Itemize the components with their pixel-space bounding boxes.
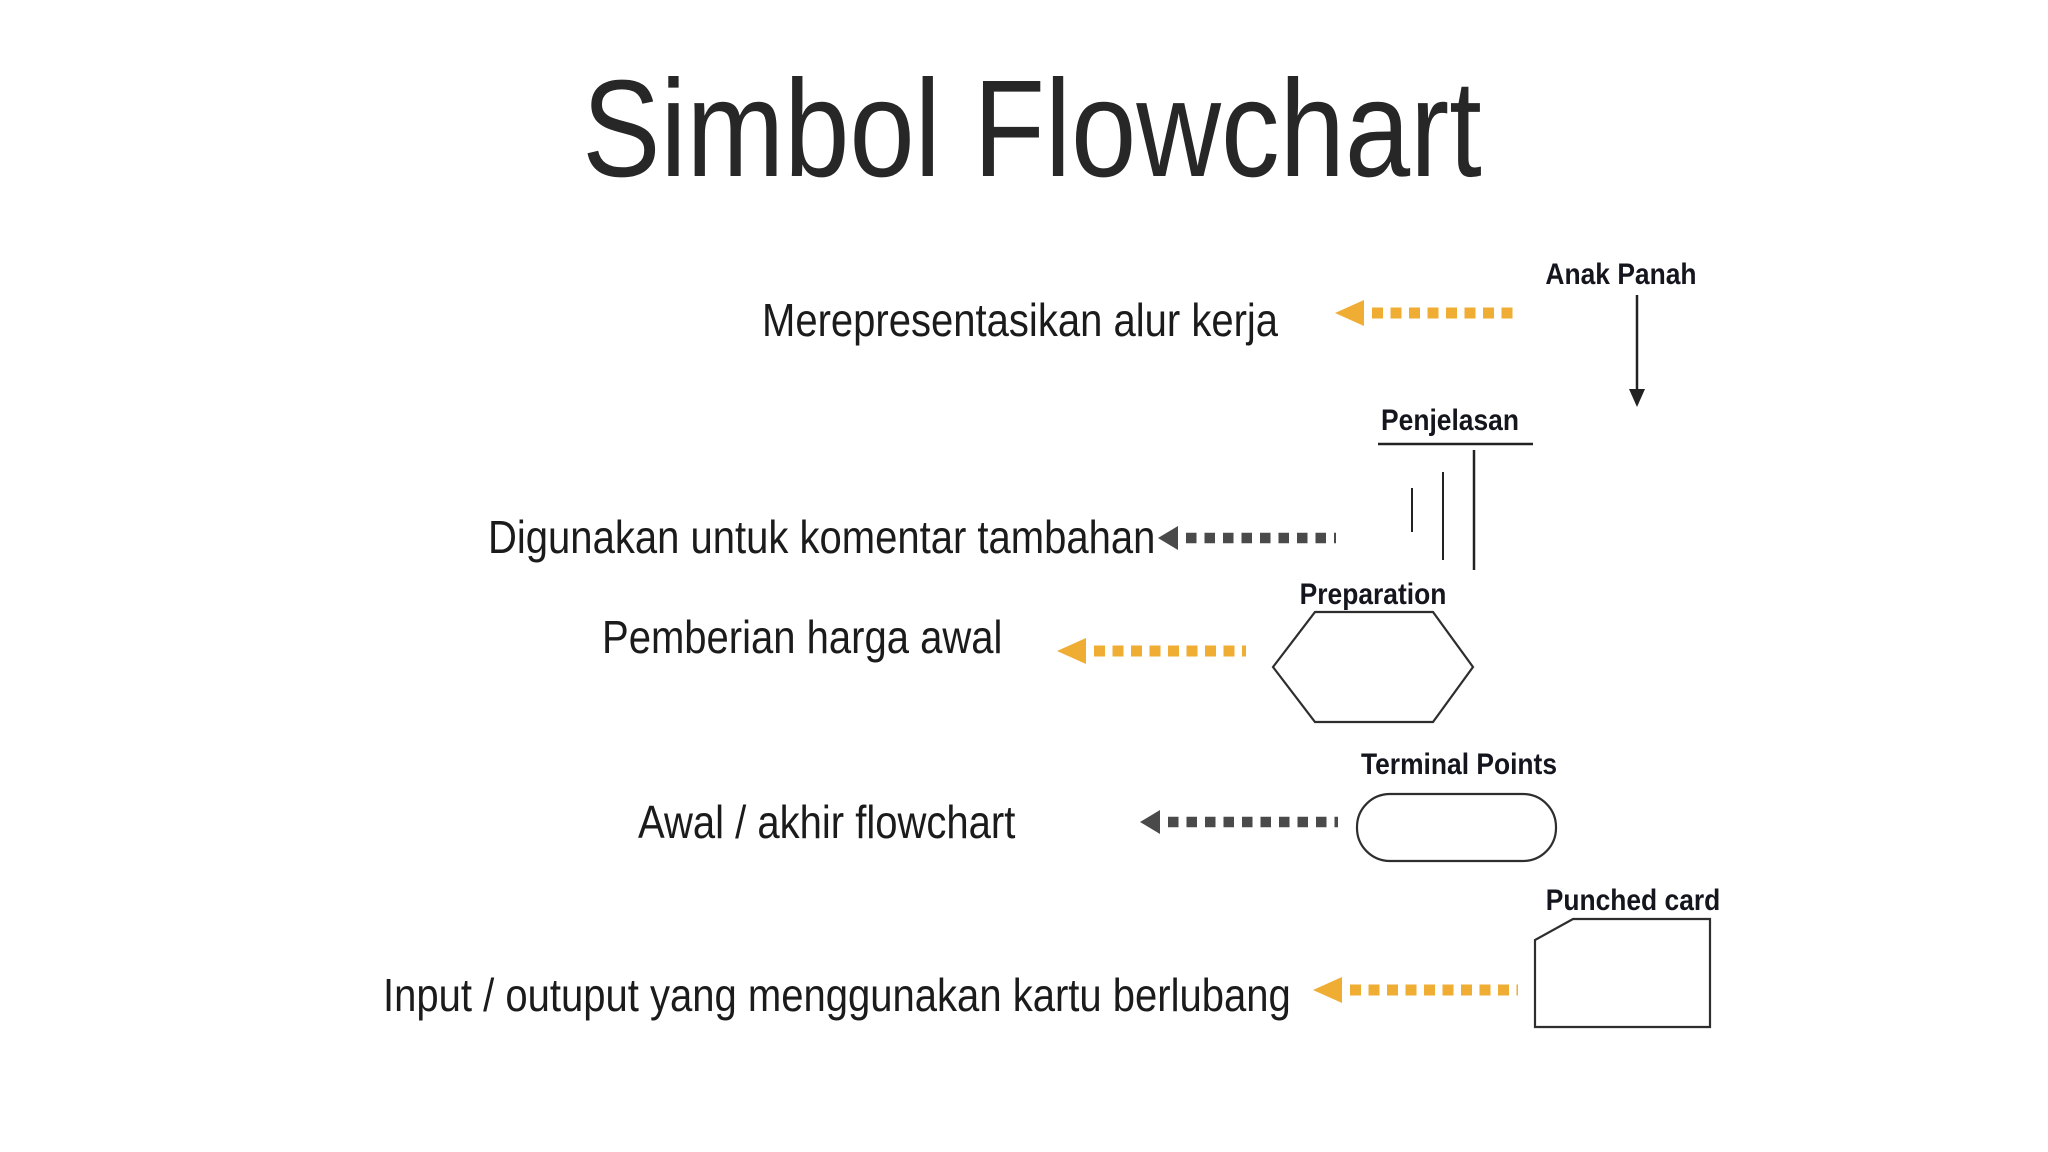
arrowhead-icon [1140,810,1160,834]
gray-dotted-arrow-left [1140,810,1338,834]
arrowhead-icon [1158,526,1178,550]
row-description-punched-card: Input / outuput yang menggunakan kartu b… [383,969,1291,1021]
terminal-symbol [1355,792,1558,863]
symbol-label-anak-panah: Anak Panah [1545,258,1697,291]
arrowhead-icon [1335,300,1364,326]
yellow-dotted-arrow-left [1335,300,1518,326]
arrowhead-icon [1313,977,1342,1003]
gray-dotted-arrow-left [1158,526,1336,550]
yellow-dotted-arrow-left [1057,638,1246,664]
symbol-label-punched-card: Punched card [1545,884,1721,917]
row-description-anak-panah: Merepresentasikan alur kerja [762,294,1279,346]
page-title: Simbol Flowchart [582,52,1482,206]
symbol-label-penjelasan: Penjelasan [1381,404,1519,437]
row-description-terminal: Awal / akhir flowchart [638,796,1016,848]
symbol-label-preparation: Preparation [1299,578,1447,611]
annotation-symbol [1378,442,1533,570]
yellow-dotted-arrow-left [1313,977,1518,1003]
hexagon-symbol [1271,610,1475,724]
arrowhead-icon [1057,638,1086,664]
punched-card-symbol [1533,917,1712,1029]
down-arrowhead-icon [1629,389,1645,407]
symbol-label-terminal-points: Terminal Points [1360,748,1558,781]
row-description-preparation: Pemberian harga awal [602,611,1003,663]
row-description-penjelasan: Digunakan untuk komentar tambahan [488,511,1156,563]
down-arrow-symbol [1629,295,1645,407]
